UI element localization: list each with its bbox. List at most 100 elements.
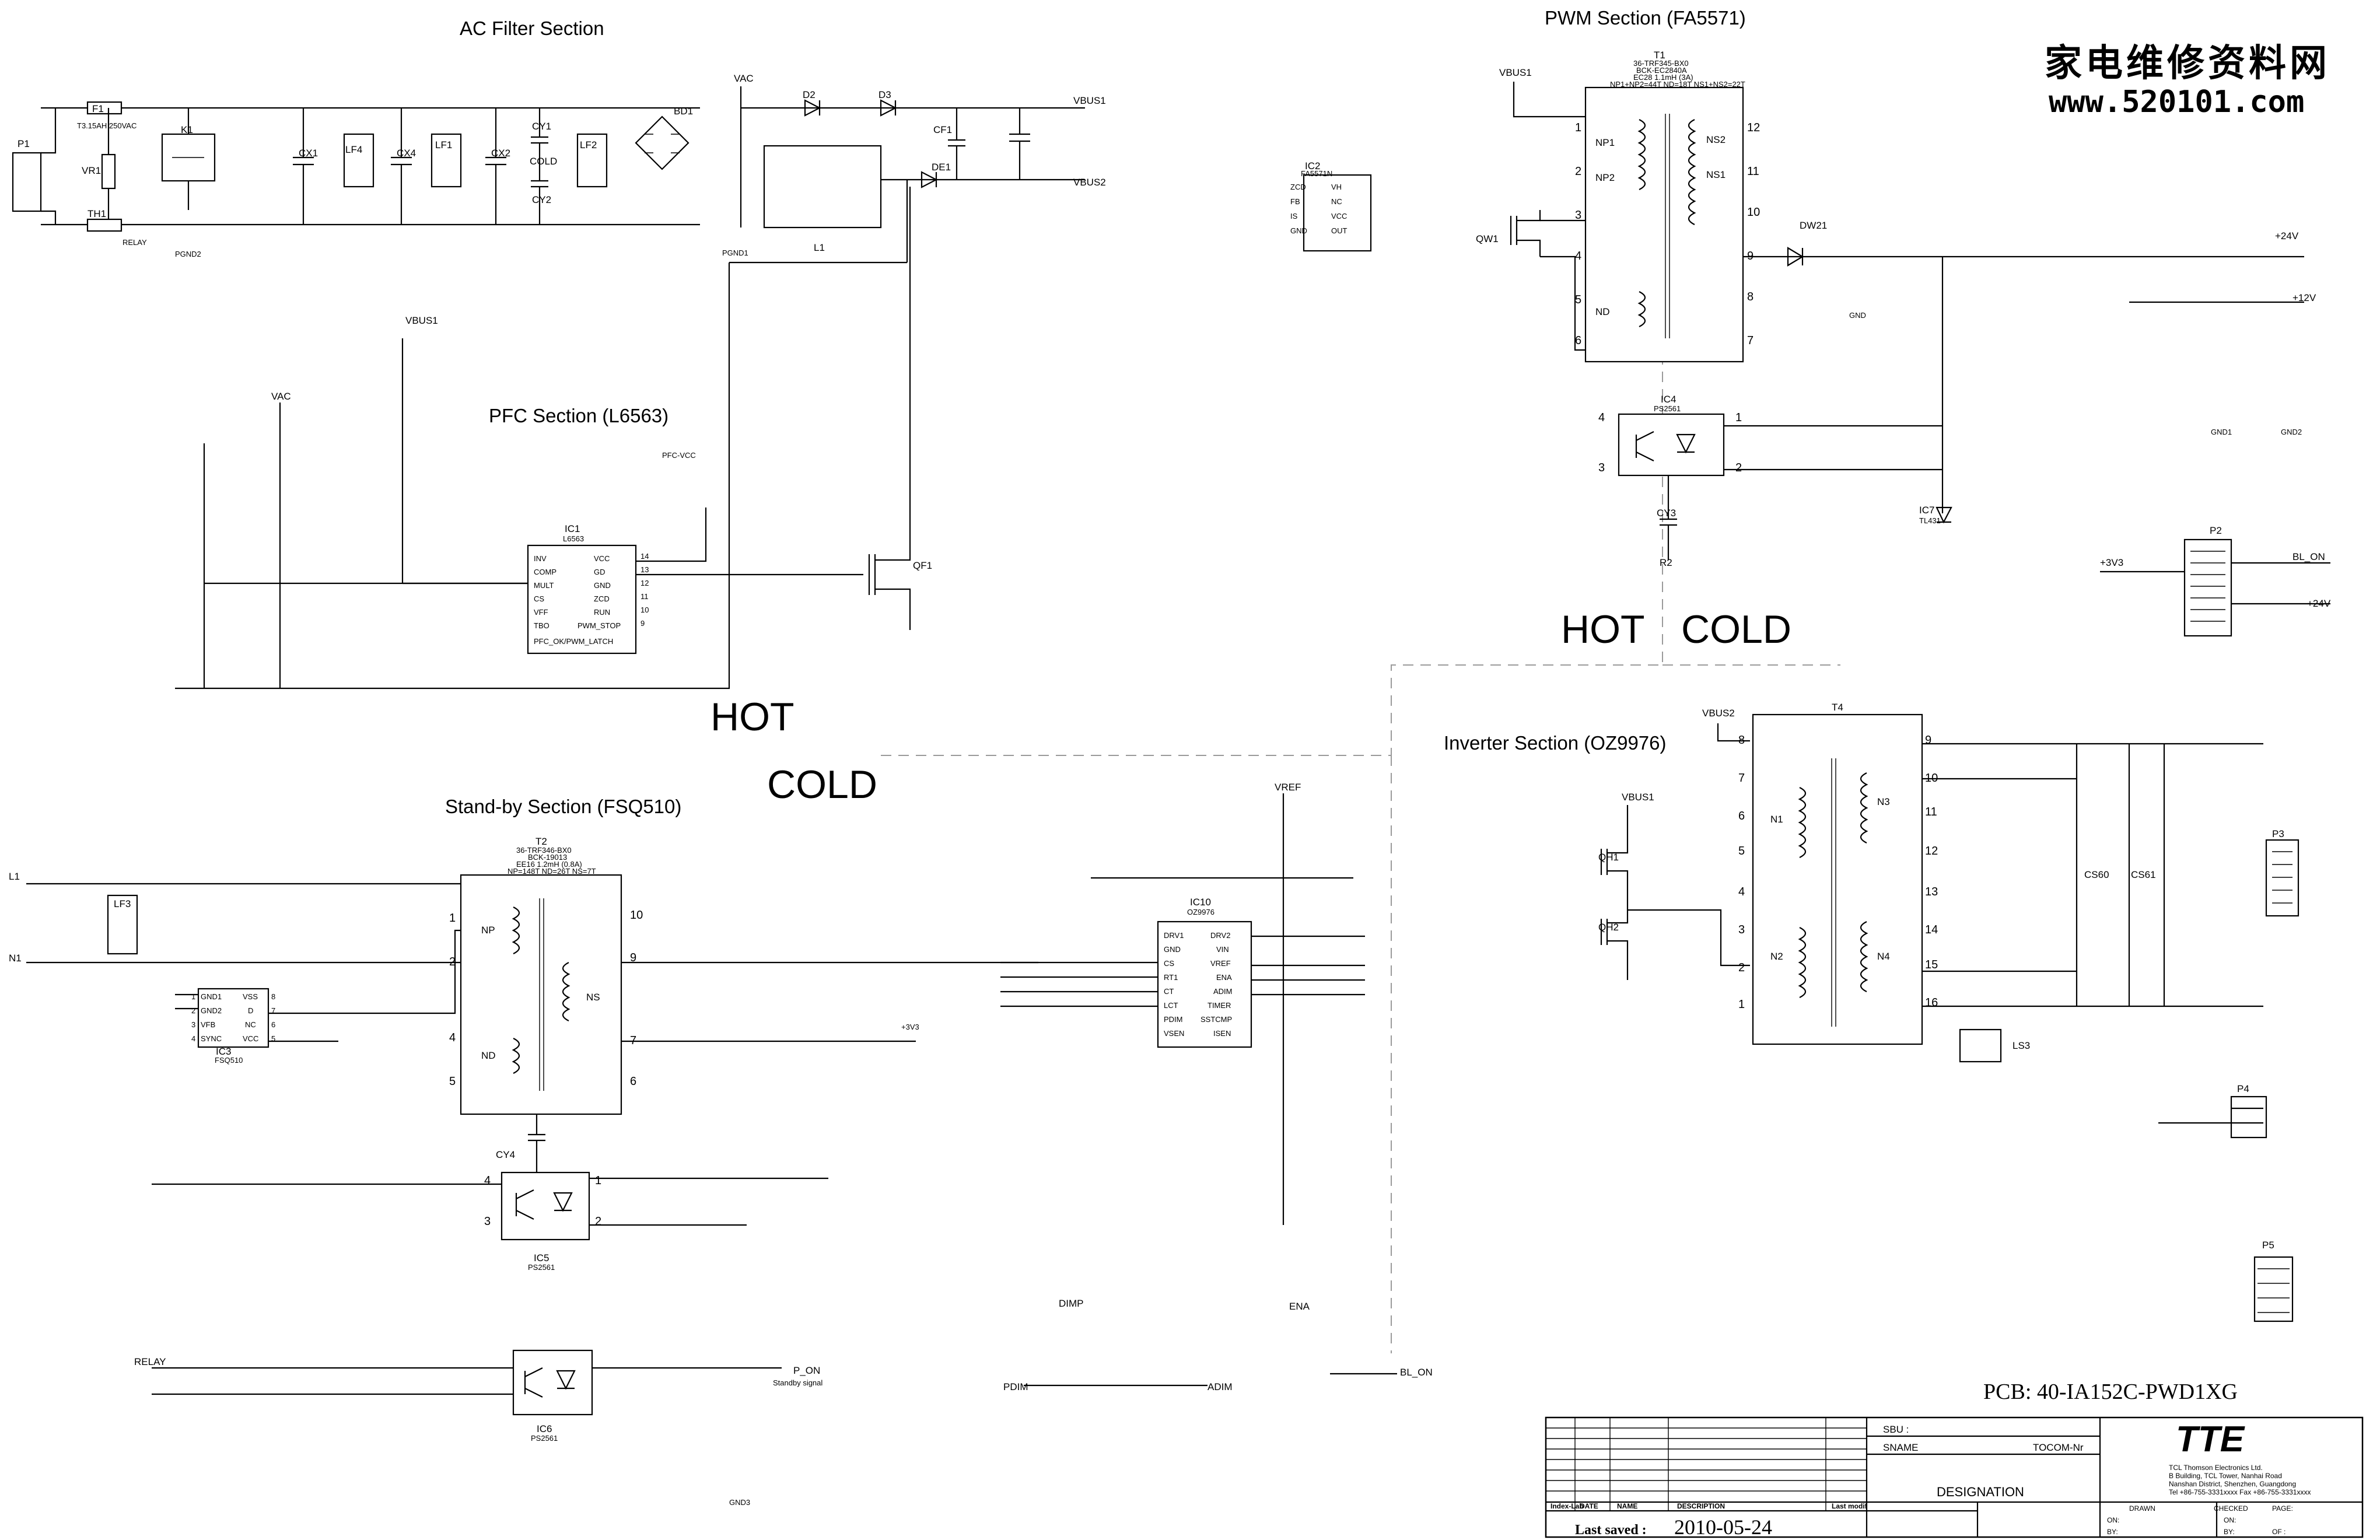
vref-label-inv: VREF <box>1275 782 1301 793</box>
ls3-label: LS3 <box>2013 1040 2030 1051</box>
mosfet-qw1 <box>1510 210 1541 257</box>
ic2-name: IC2 <box>1305 160 1320 172</box>
t4-pin-6: 6 <box>1738 810 1745 822</box>
cf1-label: CF1 <box>933 124 952 135</box>
ic3-pin-sync: SYNC <box>201 1034 222 1043</box>
tb-page: PAGE: <box>2272 1504 2293 1513</box>
t1-np2: NP2 <box>1595 172 1615 183</box>
ic2-pin-fb: FB <box>1290 197 1300 206</box>
pfc-section: IC1 L6563 INV COMP MULT CS VFF TBO PFC_O… <box>203 187 932 688</box>
inverter-section: IC10 OZ9976 DRV1 GND CS RT1 CT LCT PDIM … <box>1000 702 2300 1392</box>
ic1-pin-run: RUN <box>594 608 610 617</box>
cx4-label: CX4 <box>397 148 416 159</box>
t4-pin-3: 3 <box>1738 923 1745 936</box>
t1-pin-7: 7 <box>1747 334 1754 347</box>
lf3-label: LF3 <box>114 898 131 909</box>
ic5-part: PS2561 <box>528 1263 555 1272</box>
t4-pin-8: 8 <box>1738 734 1745 747</box>
t2-part: 36-TRF346-BX0 <box>516 846 572 855</box>
ic4-pin-3: 3 <box>1598 461 1605 474</box>
ic3-num-5: 5 <box>271 1034 275 1043</box>
tb-designation: DESIGNATION <box>1937 1485 2024 1499</box>
ic7-part: TL431 <box>1919 516 1941 525</box>
ic5-pin-4: 4 <box>484 1174 491 1187</box>
watermark-url: www.520101.com <box>2049 85 2304 120</box>
ic10-pin-isen: ISEN <box>1213 1029 1231 1038</box>
ic10-pin-timer: TIMER <box>1208 1001 1231 1010</box>
ic10-pin-rt1: RT1 <box>1164 973 1178 982</box>
ic3-pin-vfb: VFB <box>201 1020 215 1029</box>
tb-tocom: TOCOM-Nr <box>2033 1442 2084 1453</box>
ena-label: ENA <box>1289 1301 1310 1312</box>
qh1-label: QH1 <box>1598 852 1619 863</box>
lf4-choke <box>343 133 374 188</box>
ic10-pin-vin: VIN <box>1216 945 1229 954</box>
cold-label-lower: COLD <box>767 762 877 807</box>
t2-pin-9: 9 <box>630 951 636 964</box>
pcb-number: PCB: 40-IA152C-PWD1XG <box>1983 1380 2238 1404</box>
ic1-body <box>527 544 637 654</box>
standby-title: Stand-by Section (FSQ510) <box>445 796 681 817</box>
ic1-pin-inv: INV <box>534 554 547 563</box>
p5-label: P5 <box>2262 1240 2274 1251</box>
ic1-pin-vff: VFF <box>534 608 548 617</box>
tb-last-saved-value: 2010-05-24 <box>1674 1516 1772 1539</box>
ic3-num-4: 4 <box>191 1034 195 1043</box>
d3-label: D3 <box>878 89 891 100</box>
ic4-optocoupler <box>1618 413 1725 477</box>
t4-pin-9: 9 <box>1925 734 1931 747</box>
inverter-title: Inverter Section (OZ9976) <box>1444 732 1667 754</box>
ic3-pin-vcc: VCC <box>243 1034 258 1043</box>
tb-checked: CHECKED <box>2214 1504 2248 1513</box>
t4-n3: N3 <box>1877 796 1890 807</box>
ic3-pin-gnd1: GND1 <box>201 992 222 1001</box>
tb-address1: B Building, TCL Tower, Nanhai Road <box>2169 1472 2282 1480</box>
tb-on-2: ON: <box>2224 1516 2236 1524</box>
vbus2-label-ac: VBUS2 <box>1073 177 1106 188</box>
t2-name: T2 <box>536 836 547 847</box>
ic3-pin-vss: VSS <box>243 992 258 1001</box>
t2-pin-4: 4 <box>449 1031 456 1044</box>
t1-transformer <box>1584 86 1744 363</box>
adim-label: ADIM <box>1208 1381 1233 1392</box>
t1-pin-2: 2 <box>1575 165 1581 178</box>
v24-label-p2: +24V <box>2307 598 2331 609</box>
ic5-pin-2: 2 <box>595 1215 601 1228</box>
tb-of: OF : <box>2272 1528 2286 1536</box>
t1-ns2: NS2 <box>1706 134 1726 145</box>
hot-label-upper: HOT <box>1561 607 1645 652</box>
ic2-pin-gnd: GND <box>1290 226 1307 235</box>
ic3-pin-gnd2: GND2 <box>201 1006 222 1015</box>
t2-np: NP <box>481 925 495 936</box>
t4-pin-12: 12 <box>1925 845 1938 858</box>
vr1-label: VR1 <box>82 165 101 176</box>
relay-label-sb: RELAY <box>134 1356 166 1367</box>
ic1-part: L6563 <box>563 534 584 543</box>
ic10-pin-vref: VREF <box>1210 959 1231 968</box>
ground-labels: PGND1 PGND2 GND GND1 GND2 GND3 <box>175 249 2302 1507</box>
ic2-pin-is: IS <box>1290 212 1298 220</box>
cy2-label: CY2 <box>532 194 551 205</box>
t1-pin-11: 11 <box>1747 165 1759 178</box>
qf1-label: QF1 <box>913 560 932 571</box>
t1-pin-10: 10 <box>1747 206 1760 219</box>
t4-pin-16: 16 <box>1925 996 1938 1009</box>
pdim-label: PDIM <box>1003 1381 1028 1392</box>
vbus1-label-ac: VBUS1 <box>1073 95 1106 106</box>
v3-label-t2: +3V3 <box>901 1023 919 1031</box>
ic10-body <box>1157 921 1252 1048</box>
cs61-label: CS61 <box>2131 869 2156 880</box>
ac-filter-section: P1 F1 T3.15AH 250VAC VR1 TH1 K1 RELAY CX… <box>12 73 1106 690</box>
ic3-num-7: 7 <box>271 1006 275 1015</box>
dimp-label: DIMP <box>1059 1298 1084 1309</box>
v24-label: +24V <box>2275 230 2299 242</box>
gnd-label-5: GND2 <box>2281 428 2302 436</box>
ic1-num-14: 14 <box>640 552 649 561</box>
ic3-num-8: 8 <box>271 992 275 1001</box>
ic2-pin-vcc: VCC <box>1331 212 1347 220</box>
gnd-label-4: GND1 <box>2211 428 2232 436</box>
bridge-bd1 <box>635 116 690 170</box>
tb-last-modif: Last modif <box>1832 1502 1868 1510</box>
cy4-label: CY4 <box>496 1149 515 1160</box>
ls3-inductor <box>1959 1028 2002 1063</box>
